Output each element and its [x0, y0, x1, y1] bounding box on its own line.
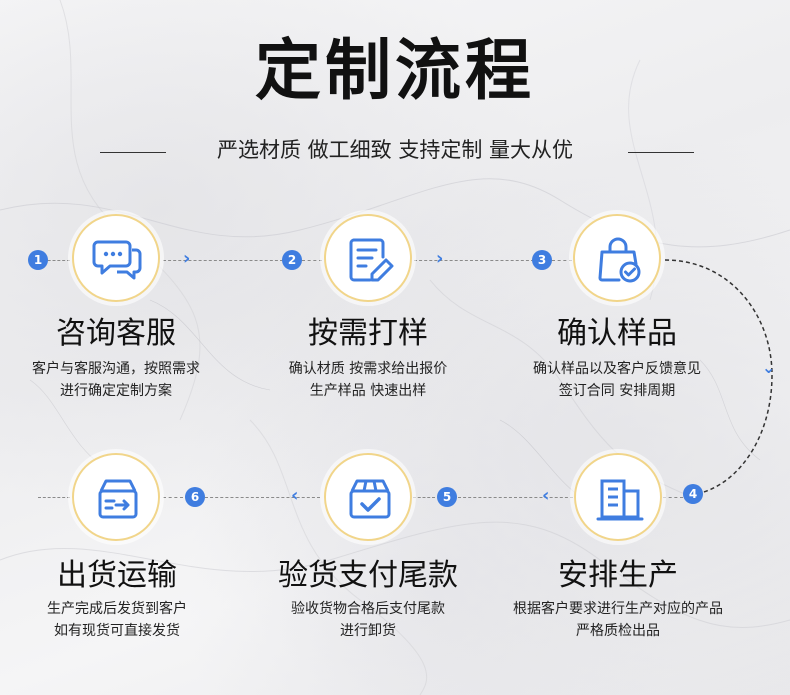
chevron-down-icon: ⌄ [762, 358, 776, 377]
step-description: 确认样品以及客户反馈意见 签订合同 安排周期 [487, 358, 747, 402]
step-number-badge: 6 [185, 487, 205, 507]
step-description-line: 客户与客服沟通，按照需求 [32, 361, 200, 377]
document-edit-icon [349, 238, 394, 282]
step-description-line: 严格质检出品 [576, 623, 660, 639]
step-description-line: 生产样品 快速出样 [309, 383, 427, 399]
step-description: 根据客户要求进行生产对应的产品 严格质检出品 [478, 598, 758, 642]
step-description: 客户与客服沟通，按照需求 进行确定定制方案 [0, 358, 246, 402]
curved-connector [664, 259, 773, 496]
step-title: 验货支付尾款 [278, 558, 458, 593]
delivery-box-icon [98, 479, 138, 519]
step-description-line: 进行卸货 [340, 623, 396, 639]
step-icon-circle [72, 214, 160, 302]
connector-line [38, 260, 70, 261]
step-number-badge: 3 [532, 250, 552, 270]
chat-bubbles-icon [92, 240, 142, 280]
step-description: 确认材质 按需求给出报价 生产样品 快速出样 [238, 358, 498, 402]
connector-line [663, 497, 683, 498]
connector-line [205, 497, 320, 498]
step-number-badge: 2 [282, 250, 302, 270]
step-description-line: 进行确定定制方案 [60, 383, 172, 399]
page-title: 定制流程 [255, 32, 535, 109]
step-number-badge: 1 [28, 250, 48, 270]
step-description-line: 验收货物合格后支付尾款 [291, 601, 445, 617]
step-description-line: 如有现货可直接发货 [54, 623, 180, 639]
step-description-line: 生产完成后发货到客户 [47, 601, 187, 617]
connector-line [302, 260, 322, 261]
step-icon-circle [574, 453, 662, 541]
step-icon-circle [324, 214, 412, 302]
step-title: 安排生产 [558, 558, 678, 593]
subtitle-line-left [100, 152, 166, 153]
step-title: 出货运输 [57, 558, 177, 593]
step-description-line: 签订合同 安排周期 [558, 383, 676, 399]
connector-line [413, 497, 435, 498]
step-description-line: 确认样品以及客户反馈意见 [533, 361, 701, 377]
chevron-right-icon: › [436, 248, 444, 269]
subtitle: 严选材质 做工细致 支持定制 量大从优 [216, 138, 574, 162]
subtitle-line-right [628, 152, 694, 153]
chevron-left-icon: ‹ [542, 485, 550, 506]
step-description-line: 根据客户要求进行生产对应的产品 [513, 601, 723, 617]
step-title: 咨询客服 [56, 316, 176, 351]
step-title: 确认样品 [557, 316, 677, 351]
connector-line [163, 260, 283, 261]
step-title: 按需打样 [308, 316, 428, 351]
chevron-right-icon: › [183, 248, 191, 269]
chevron-left-icon: ‹ [291, 485, 299, 506]
step-number-badge: 4 [683, 484, 703, 504]
step-icon-circle [72, 453, 160, 541]
shopping-bag-check-icon [598, 237, 641, 283]
connector-line [38, 497, 70, 498]
factory-building-icon [596, 479, 644, 521]
step-number-badge: 5 [437, 487, 457, 507]
step-description: 生产完成后发货到客户 如有现货可直接发货 [0, 598, 247, 642]
connector-line [414, 260, 534, 261]
connector-line [163, 497, 183, 498]
connector-line [458, 497, 573, 498]
step-description: 验收货物合格后支付尾款 进行卸货 [238, 598, 498, 642]
step-icon-circle [324, 453, 412, 541]
box-check-icon [349, 479, 391, 519]
step-description-line: 确认材质 按需求给出报价 [288, 361, 448, 377]
step-icon-circle [573, 214, 661, 302]
connector-line [552, 260, 572, 261]
